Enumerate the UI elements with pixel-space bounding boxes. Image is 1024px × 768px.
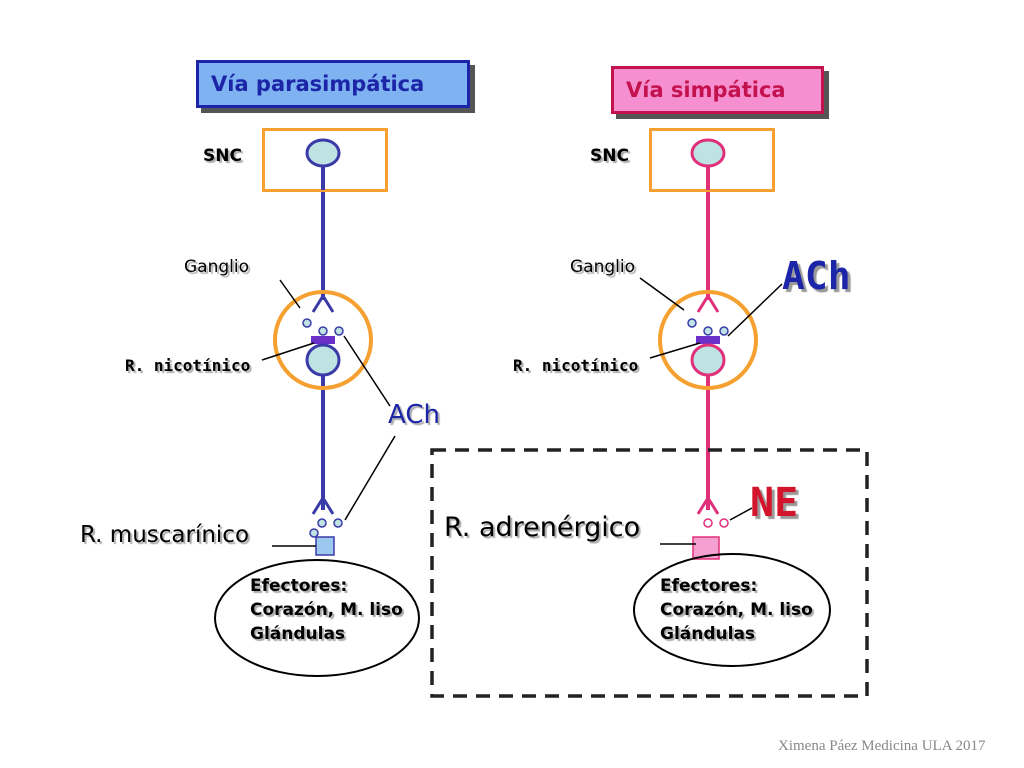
leader-line: [649, 342, 701, 359]
ach-vesicle: [302, 318, 312, 328]
leader-line: [344, 435, 396, 521]
ganglio-label-left: Ganglio: [184, 257, 250, 277]
ganglion-neuron-left: [305, 343, 341, 377]
ganglion-ring-left: [273, 290, 373, 390]
nicotinic-receptor-right: [696, 336, 720, 344]
leader-line: [261, 342, 315, 361]
ach-vesicle: [309, 528, 319, 538]
effectors-line3-right: Glándulas: [660, 624, 756, 644]
ach-vesicle: [317, 518, 327, 528]
muscarinic-label: R. muscarínico: [80, 522, 250, 548]
ne-vesicle: [719, 518, 729, 528]
snc-label-right: SNC: [590, 146, 629, 166]
effectors-left: Efectores: Corazón, M. liso Glándulas: [250, 574, 403, 646]
snc-neuron-right-top: [690, 138, 726, 168]
leader-line: [639, 277, 685, 311]
effectors-line2-left: Corazón, M. liso: [250, 600, 403, 620]
terminal-fork-left: [311, 293, 335, 313]
sympathetic-title: Vía simpática: [611, 66, 824, 114]
snc-neuron-left-top: [305, 138, 341, 168]
effectors-line2-right: Corazón, M. liso: [660, 600, 813, 620]
effectors-line3-left: Glándulas: [250, 624, 346, 644]
effector-terminal-fork-left: [311, 495, 335, 515]
leader-line: [343, 335, 391, 407]
ach-vesicle: [719, 326, 729, 336]
parasympathetic-title: Vía parasimpática: [196, 60, 470, 108]
nicotinic-label-right: R. nicotínico: [513, 356, 639, 375]
adrenergic-label: R. adrenérgico: [444, 512, 641, 543]
ganglion-neuron-right: [690, 343, 726, 377]
ach-vesicle: [703, 326, 713, 336]
nicotinic-receptor-left: [311, 336, 335, 344]
terminal-fork-right: [696, 293, 720, 313]
parasympathetic-pathway: [214, 138, 420, 677]
effector-terminal-fork-right: [696, 495, 720, 515]
ach-label-left: ACh: [388, 400, 440, 430]
effector-ellipse-left: [214, 559, 420, 677]
ach-vesicle: [334, 326, 344, 336]
effectors-title-left: Efectores:: [250, 576, 348, 596]
nicotinic-label-left: R. nicotínico: [125, 356, 251, 375]
leader-line: [279, 279, 301, 309]
ne-vesicle: [703, 518, 713, 528]
ach-label-right: ACh: [782, 254, 851, 298]
adrenergic-receptor-square: [692, 536, 720, 560]
ach-vesicle: [333, 518, 343, 528]
ganglio-label-right: Ganglio: [570, 257, 636, 277]
ganglion-ring-right: [658, 290, 758, 390]
ach-vesicle: [318, 326, 328, 336]
adrenergic-dashed-box: [430, 448, 869, 698]
snc-label-left: SNC: [203, 146, 242, 166]
leader-line: [727, 283, 783, 337]
effectors-right: Efectores: Corazón, M. liso Glándulas: [660, 574, 813, 646]
effector-ellipse-right: [633, 553, 831, 667]
effectors-title-right: Efectores:: [660, 576, 758, 596]
leader-line: [729, 507, 753, 521]
ach-vesicle: [687, 318, 697, 328]
credit-text: Ximena Páez Medicina ULA 2017: [778, 738, 986, 754]
ne-label: NE: [750, 480, 799, 526]
